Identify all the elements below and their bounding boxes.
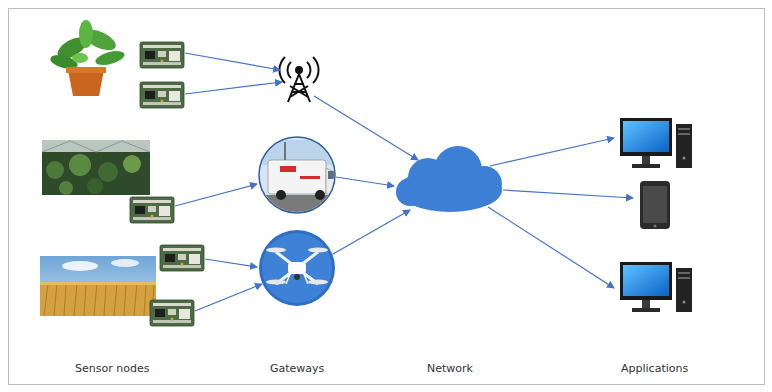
wheat-field-photo <box>40 256 156 316</box>
flow-arrows-part <box>336 177 394 186</box>
drone-gateway-part <box>308 248 328 253</box>
application-devices-part <box>620 118 692 168</box>
plant-pot <box>49 20 126 96</box>
frame-border-part <box>9 9 765 385</box>
drone-gateway-part <box>266 248 286 253</box>
van-gateway-part <box>280 166 296 172</box>
column-label: Sensor nodes <box>75 362 149 376</box>
wheat-field-photo-part <box>40 256 156 316</box>
flow-arrows-part <box>333 210 410 254</box>
sensor-boards-part <box>140 82 184 108</box>
van-gateway-part <box>300 176 320 179</box>
greenhouse-photo-part <box>69 154 91 176</box>
network-cloud-part <box>396 178 424 206</box>
flow-arrows-part <box>185 53 280 70</box>
drone-gateway-part <box>294 274 300 280</box>
greenhouse-photo-part <box>42 141 150 152</box>
plant-pot-part <box>72 53 88 63</box>
flow-arrows-part <box>205 259 257 267</box>
frame-border <box>9 9 765 385</box>
drone-gateway-part <box>308 280 328 285</box>
van-gateway-part <box>328 171 335 179</box>
column-label: Network <box>427 362 473 376</box>
flow-arrows-part <box>195 284 262 311</box>
drone-gateway-part <box>276 252 318 284</box>
sensor-boards-part <box>160 245 204 271</box>
van-gateway-part <box>326 168 338 194</box>
plant-pot-part <box>68 70 104 96</box>
greenhouse-photo-part <box>123 155 141 173</box>
cell-tower-icon-part <box>296 67 302 73</box>
wheat-field-photo-part <box>40 282 156 316</box>
application-devices-part <box>620 262 692 312</box>
greenhouse-photo-part <box>59 181 73 195</box>
plant-pot-part <box>94 48 126 67</box>
wheat-field-photo-part <box>44 283 154 316</box>
wheat-field-photo-part <box>40 282 156 285</box>
sensor-boards <box>130 42 204 326</box>
flow-arrows-part <box>490 138 614 166</box>
sensor-boards-part <box>150 300 194 326</box>
flow-arrows-part <box>488 207 614 288</box>
drone-gateway-part <box>259 230 335 306</box>
cell-tower-icon-part <box>279 57 318 83</box>
sensor-boards-part <box>140 42 184 68</box>
network-cloud-part <box>466 166 502 202</box>
van-gateway-part <box>268 160 326 194</box>
flow-arrows-part <box>185 82 282 94</box>
cell-tower-icon-part <box>288 74 310 102</box>
application-devices-part <box>654 225 657 228</box>
van-gateway-part <box>276 190 286 200</box>
greenhouse-photo-part <box>42 140 150 152</box>
greenhouse-photo-part <box>42 140 150 195</box>
sensor-boards-part <box>130 197 174 223</box>
plant-pot-part <box>79 20 93 48</box>
cell-tower-icon <box>279 57 318 102</box>
application-devices <box>620 118 692 312</box>
drone-gateway-part <box>266 280 286 285</box>
application-devices-part <box>640 181 670 229</box>
application-devices-part <box>643 186 667 223</box>
drone-gateway-part <box>288 262 306 274</box>
column-label: Gateways <box>270 362 324 376</box>
van-gateway <box>255 137 345 215</box>
drone-gateway <box>259 230 335 306</box>
wheat-field-photo-part <box>111 259 139 267</box>
greenhouse-photo-part <box>46 161 64 179</box>
van-gateway-part <box>255 140 345 215</box>
column-label: Applications <box>621 362 688 376</box>
greenhouse-photo-part <box>87 178 103 194</box>
wheat-field-photo-part <box>62 261 98 271</box>
van-gateway-part <box>284 142 286 160</box>
flow-arrows-part <box>175 184 257 206</box>
van-gateway-part <box>315 190 325 200</box>
greenhouse-photo-part <box>98 162 118 182</box>
cell-tower-icon-part <box>288 62 311 78</box>
drone-gateway-part <box>262 233 332 303</box>
greenhouse-photo <box>42 140 150 195</box>
drone-gateway-part <box>286 274 308 284</box>
drone-gateway-part <box>262 233 332 303</box>
flow-arrows-part <box>314 96 418 160</box>
van-gateway-part <box>255 195 345 215</box>
flow-arrows-part <box>503 190 633 198</box>
flow-arrows <box>175 53 633 311</box>
plant-pot-part <box>66 67 106 73</box>
